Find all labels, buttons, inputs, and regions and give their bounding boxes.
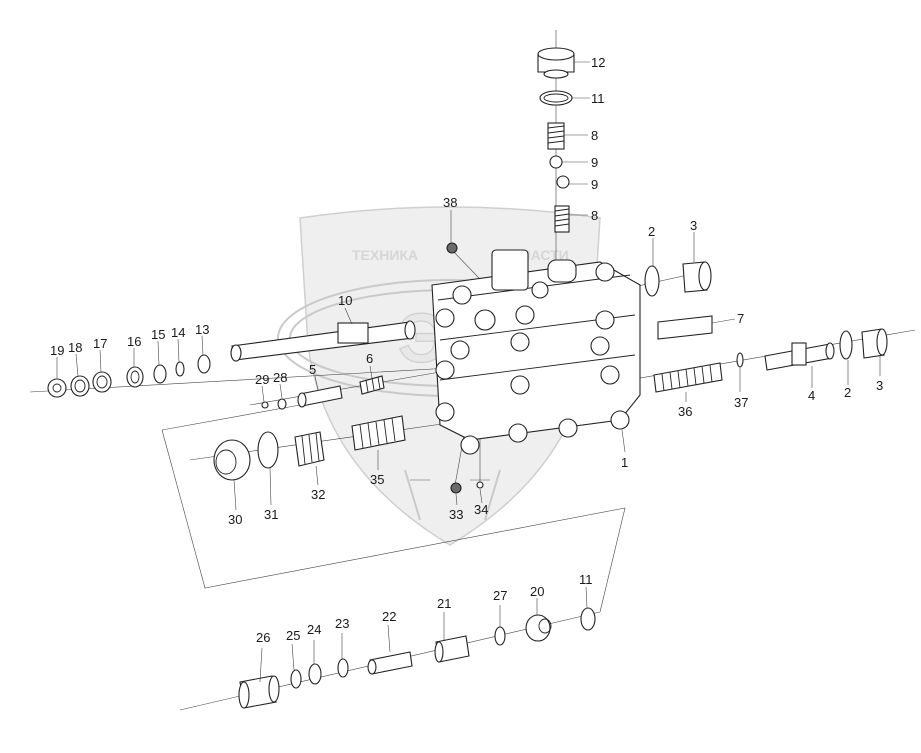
callout-18: 18: [68, 340, 82, 355]
callout-20: 20: [530, 584, 544, 599]
part-5-piston: [297, 385, 343, 408]
callout-9-upper: 9: [591, 155, 598, 170]
callout-10: 10: [338, 293, 352, 308]
part-8-spring-top: [547, 122, 565, 150]
callout-9-lower: 9: [591, 177, 598, 192]
callout-labels: 12 11 8 9 9 8 38 2 3 7 10 6 5 29 28 19 1…: [50, 55, 883, 645]
part-14-ring: [175, 361, 185, 377]
part-18-washer: [70, 375, 90, 397]
part-6-spring: [359, 375, 385, 395]
callout-leaders: [56, 61, 881, 683]
part-22-plunger: [367, 651, 413, 675]
part-28-ring: [277, 398, 287, 410]
part-7-plate: [657, 315, 713, 340]
callout-17: 17: [93, 336, 107, 351]
callout-21: 21: [437, 596, 451, 611]
callout-2-lower: 2: [844, 385, 851, 400]
callout-19: 19: [50, 343, 64, 358]
part-32-cup: [294, 431, 325, 467]
part-38-nut: [446, 242, 458, 254]
callout-29: 29: [255, 372, 269, 387]
callout-2-upper: 2: [648, 224, 655, 239]
part-9-ball-lower: [556, 175, 570, 189]
part-31-oring: [257, 431, 279, 469]
callout-26: 26: [256, 630, 270, 645]
part-21-piston: [434, 635, 470, 663]
part-8-spring-lower: [554, 205, 570, 233]
callout-8-top: 8: [591, 128, 598, 143]
callout-13: 13: [195, 322, 209, 337]
part-11-oring-top: [539, 90, 573, 106]
part-2-oring-lower: [839, 330, 853, 360]
callout-33: 33: [449, 507, 463, 522]
callout-25: 25: [286, 628, 300, 643]
callout-3-lower: 3: [876, 378, 883, 393]
callout-14: 14: [171, 325, 185, 340]
part-12-plug: [537, 47, 575, 79]
part-23-ring: [337, 658, 349, 678]
part-13-ring: [197, 354, 211, 374]
part-27-ring: [494, 626, 506, 646]
part-25-ring: [290, 669, 302, 689]
callout-1: 1: [621, 455, 628, 470]
part-26-sleeve: [238, 675, 280, 709]
part-37-ring: [736, 352, 744, 368]
callout-30: 30: [228, 512, 242, 527]
callout-15: 15: [151, 327, 165, 342]
part-4-valve: [764, 342, 835, 371]
callout-28: 28: [273, 370, 287, 385]
part-2-oring-upper: [644, 265, 660, 297]
callout-37: 37: [734, 395, 748, 410]
callout-8-lower: 8: [591, 208, 598, 223]
part-3-plug-lower: [861, 328, 888, 359]
part-10-spool: [230, 320, 416, 362]
callout-7: 7: [737, 311, 744, 326]
part-20-plug: [525, 614, 552, 642]
callout-36: 36: [678, 404, 692, 419]
part-3-plug-upper: [682, 261, 712, 293]
part-19-washer: [47, 378, 67, 398]
part-29-ball: [261, 401, 269, 409]
part-24-ring: [308, 663, 322, 685]
callout-4: 4: [808, 388, 815, 403]
callout-11-bottom: 11: [579, 572, 593, 587]
part-36-spring: [653, 362, 723, 393]
part-34-ball: [476, 481, 484, 489]
callout-24: 24: [307, 622, 321, 637]
callout-32: 32: [311, 487, 325, 502]
callout-38: 38: [443, 195, 457, 210]
callout-12: 12: [591, 55, 605, 70]
part-33-nut: [450, 482, 462, 494]
part-35-spring: [351, 415, 406, 451]
callout-31: 31: [264, 507, 278, 522]
callout-27: 27: [493, 588, 507, 603]
callout-6: 6: [366, 351, 373, 366]
watermark-left-word: ТЕХНИКА: [352, 247, 418, 263]
part-17-bushing: [92, 371, 112, 393]
callout-23: 23: [335, 616, 349, 631]
valve-body: [431, 249, 641, 455]
part-9-ball-upper: [549, 155, 563, 169]
part-15-ring: [153, 364, 167, 384]
callout-35: 35: [370, 472, 384, 487]
callout-22: 22: [382, 609, 396, 624]
callout-5: 5: [309, 362, 316, 377]
callout-3-upper: 3: [690, 218, 697, 233]
part-30-plug: [213, 439, 251, 481]
callout-11-top: 11: [591, 91, 605, 106]
part-16-bushing: [126, 366, 144, 388]
callout-16: 16: [127, 334, 141, 349]
callout-34: 34: [474, 502, 488, 517]
part-11-oring-bottom: [580, 607, 596, 631]
